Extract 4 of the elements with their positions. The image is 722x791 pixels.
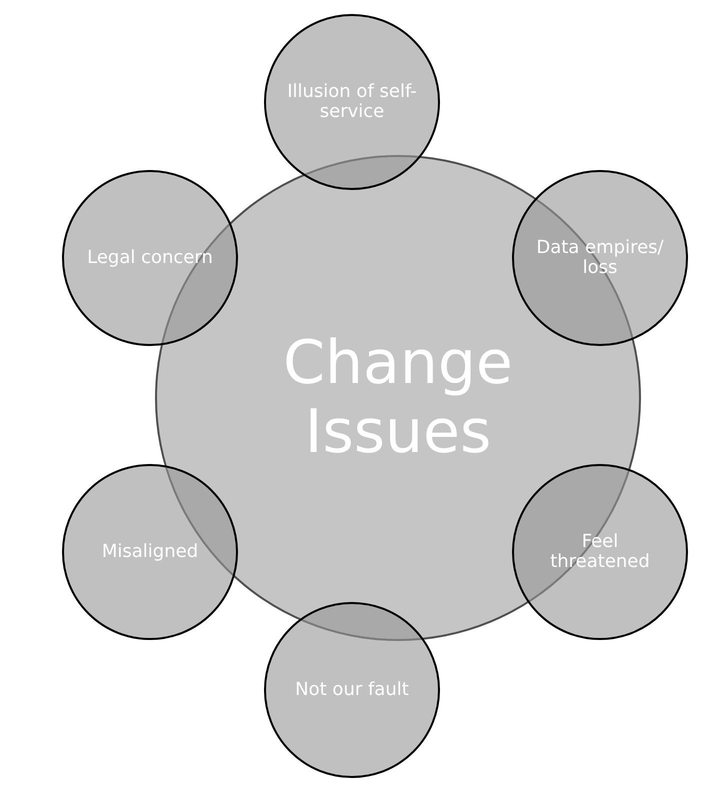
node-label: Illusion of self-service xyxy=(286,82,418,122)
center-label: Change Issues xyxy=(282,329,514,467)
node-label: Not our fault xyxy=(294,680,410,700)
node-label: Misaligned xyxy=(100,542,200,562)
